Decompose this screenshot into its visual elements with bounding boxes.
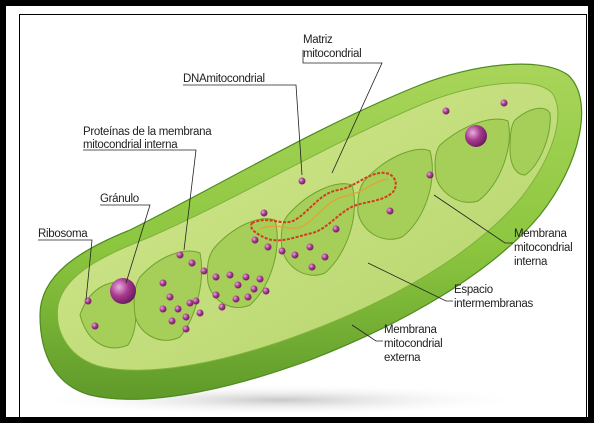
label-proteinas: Proteínas de la membrana mitocondrial in… (83, 126, 214, 151)
label-membrana-externa: Membrana mitocondrial externa (384, 324, 445, 364)
granule-2 (465, 125, 487, 147)
label-dna: DNAmitocondrial (183, 73, 265, 85)
label-matriz: Matriz mitocondrial (303, 34, 361, 60)
label-granulo: Gránulo (100, 193, 139, 205)
label-ribosoma: Ribosoma (38, 228, 88, 240)
mitochondrion-diagram: Matriz mitocondrial DNAmitocondrial Prot… (20, 15, 587, 419)
label-espacio: Espacio intermembranas (454, 284, 533, 310)
granule (110, 278, 136, 304)
label-membrana-interna: Membrana mitocondrial interna (514, 228, 575, 268)
diagram-canvas: Matriz mitocondrial DNAmitocondrial Prot… (19, 14, 587, 419)
